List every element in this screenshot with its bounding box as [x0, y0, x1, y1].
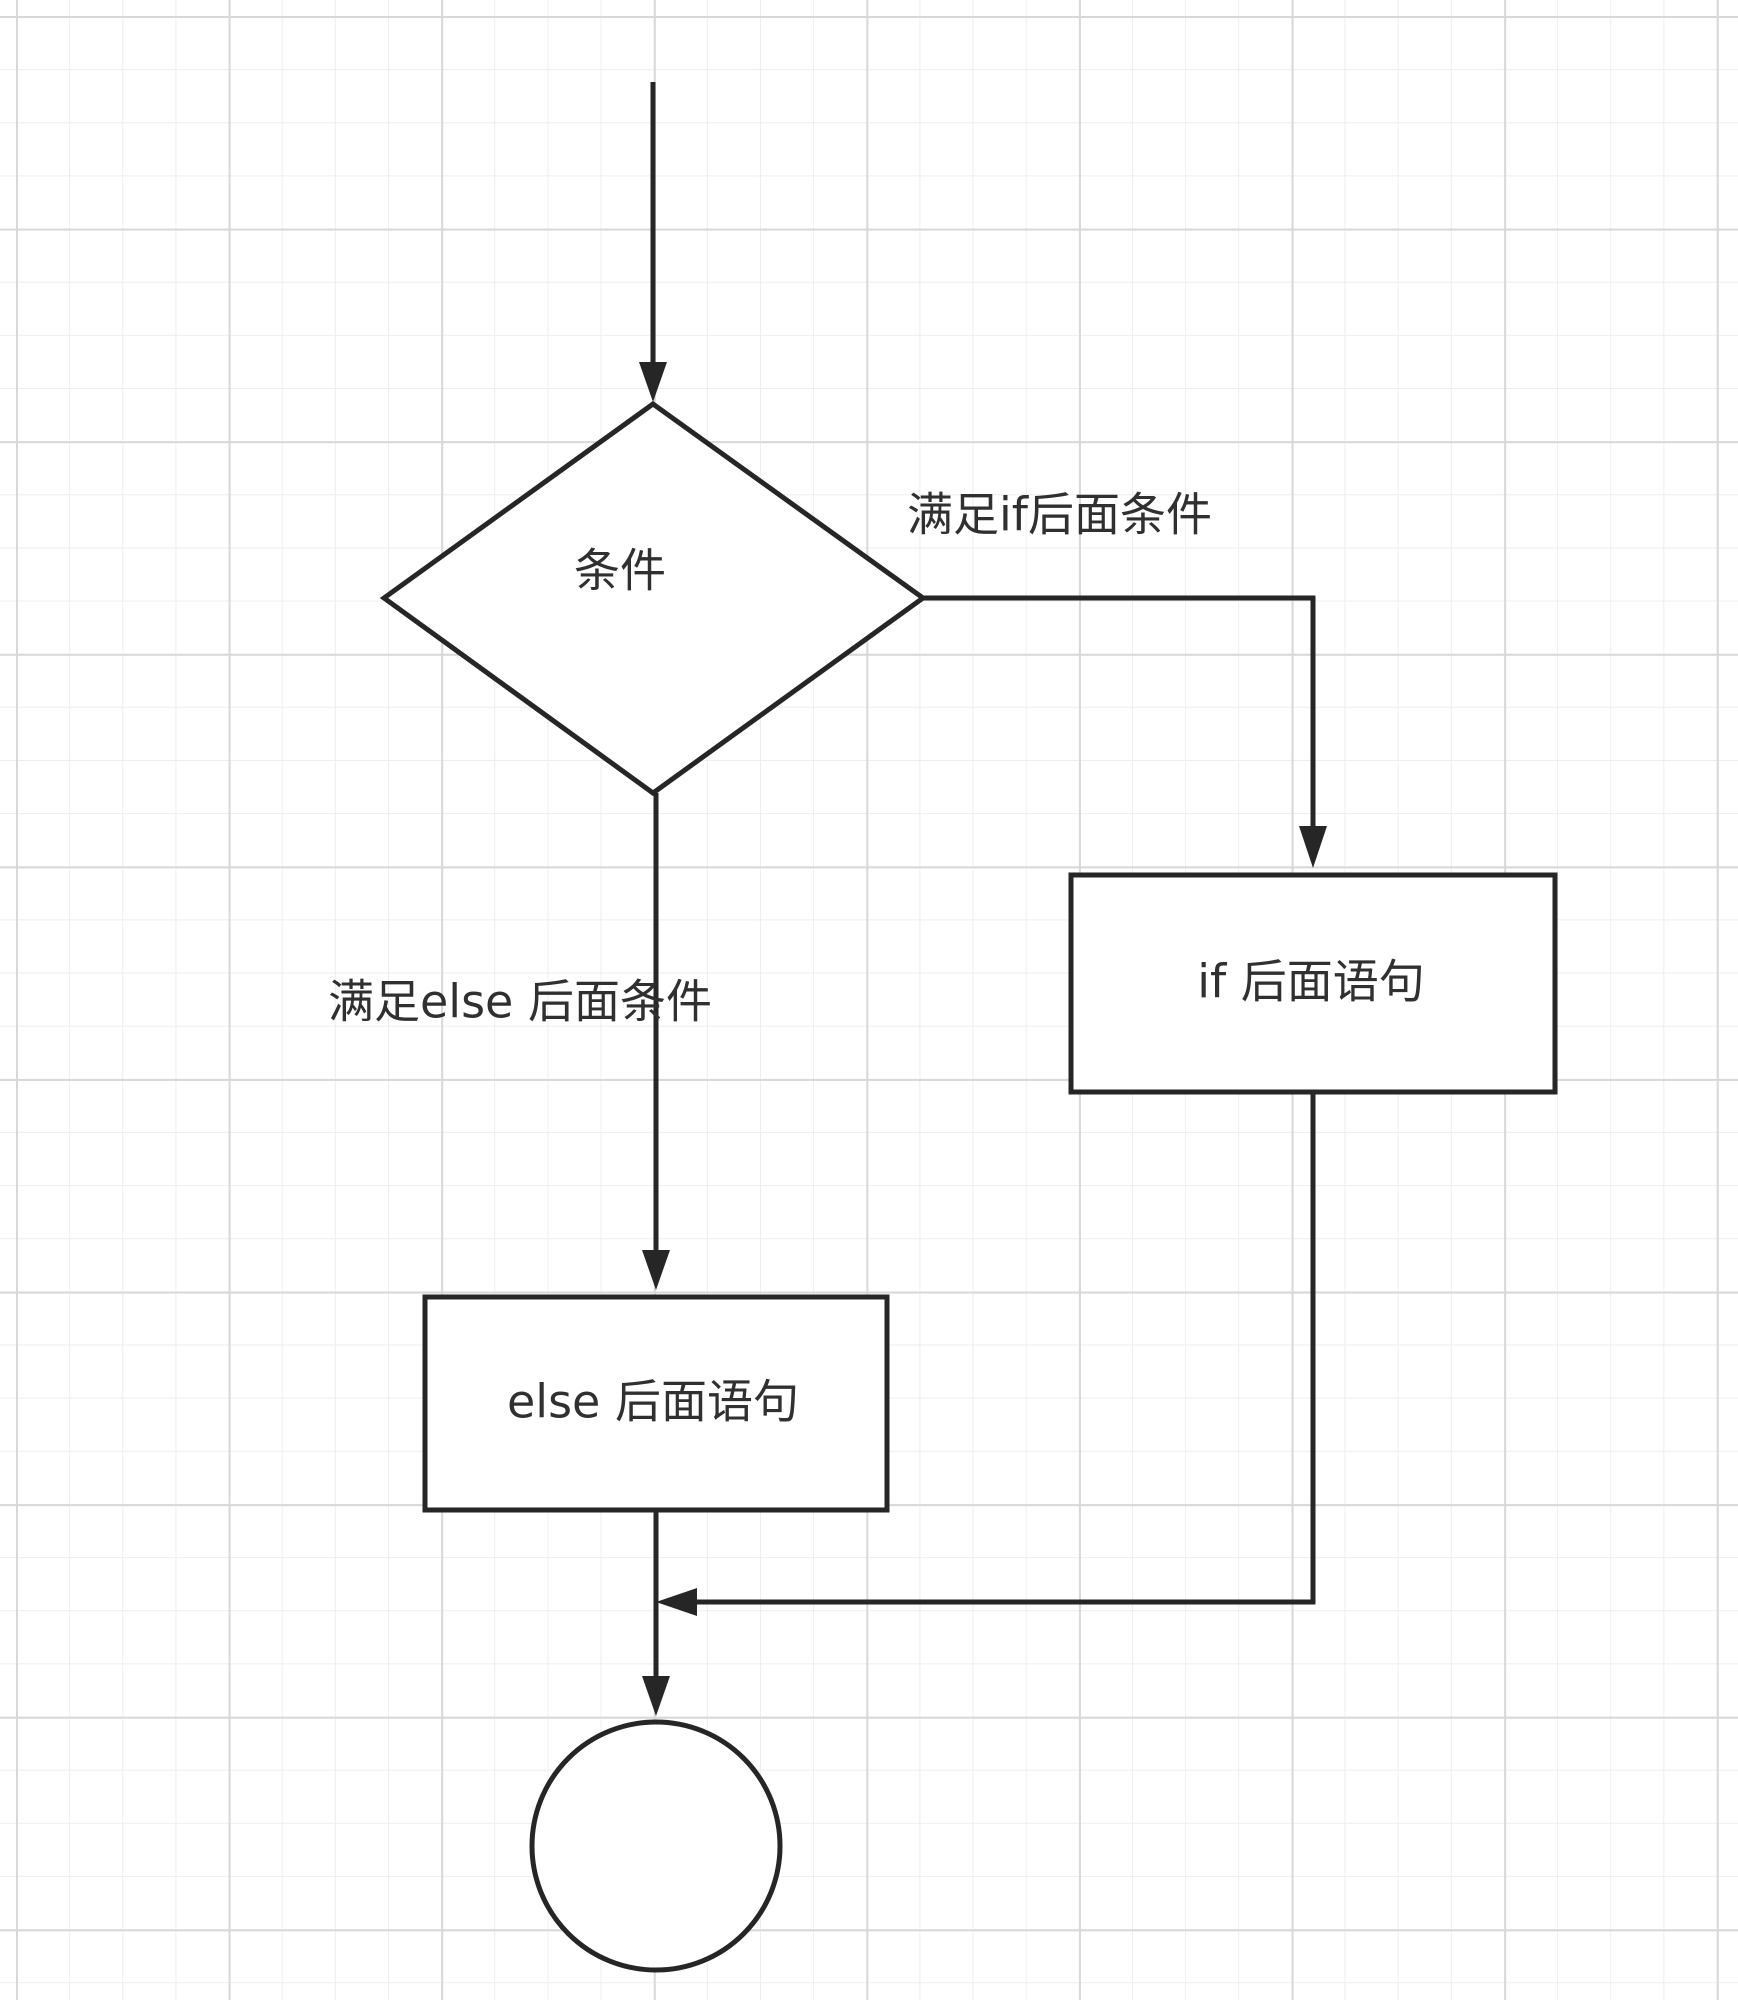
edge-else-to-end — [642, 1510, 670, 1716]
condition-diamond — [379, 400, 928, 797]
arrowhead — [1299, 826, 1327, 868]
arrowhead — [639, 362, 667, 402]
edge-line — [923, 595, 1316, 830]
arrowhead — [642, 1250, 670, 1290]
arrowhead — [656, 1588, 697, 1616]
edge-if-to-merge — [656, 1092, 1316, 1616]
condition-to-else-label: 满足else 后面条件 — [328, 975, 712, 1029]
node-condition[interactable]: 条件 — [379, 400, 928, 797]
edge-condition-to-else: 满足else 后面条件 — [328, 793, 712, 1290]
node-else-statement[interactable]: else 后面语句 — [422, 1294, 890, 1513]
node-if-statement[interactable]: if 后面语句 — [1068, 872, 1558, 1095]
condition-to-if-label: 满足if后面条件 — [907, 488, 1212, 542]
else-statement-label: else 后面语句 — [507, 1375, 799, 1429]
node-end[interactable] — [529, 1719, 783, 1973]
edge-condition-to-if: 满足if后面条件 — [907, 488, 1327, 868]
condition-label: 条件 — [574, 544, 666, 598]
end-circle — [529, 1719, 783, 1973]
if-statement-label: if 后面语句 — [1197, 955, 1425, 1009]
edge-entry-to-condition — [639, 82, 667, 402]
arrowhead — [642, 1676, 670, 1716]
else-statement-box — [422, 1294, 890, 1513]
if-statement-box — [1068, 872, 1558, 1095]
edge-line — [690, 1092, 1316, 1605]
